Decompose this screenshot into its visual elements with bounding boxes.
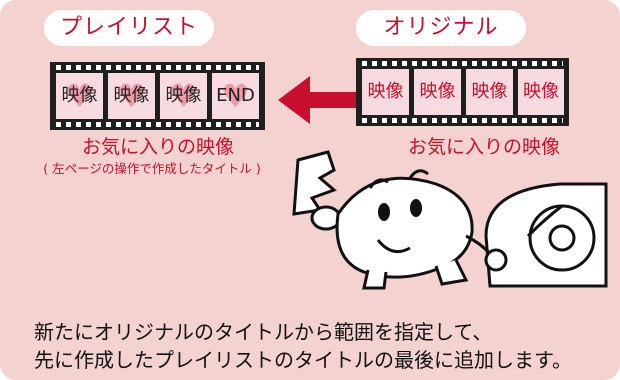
tape-dispenser-icon (484, 182, 608, 288)
heart-icon: ♥ (221, 77, 250, 115)
explanation-line-2: 先に作成したプレイリストのタイトルの最後に追加します。 (34, 348, 572, 372)
explanation-line-1: 新たにオリジナルのタイトルから範囲を指定して、 (34, 320, 493, 344)
original-frame: 映像 (466, 69, 513, 115)
frame-label: 映像 (61, 85, 98, 106)
mascot-illustration (292, 150, 608, 290)
frame-label: 映像 (419, 81, 456, 102)
frame-label: 映像 (367, 81, 404, 102)
playlist-film-strip: ♥ 映像 ♥ 映像 ♥ 映像 ♥ END (50, 62, 265, 130)
frame-label: 映像 (523, 81, 559, 102)
frame-label: 映像 (165, 85, 202, 106)
original-caption: お気に入りの映像 (407, 136, 560, 158)
playlist-label: プレイリスト (44, 10, 214, 46)
heart-icon: ♥ (169, 77, 198, 115)
original-label: オリジナル (356, 10, 526, 46)
heart-icon: ♥ (117, 77, 146, 115)
playlist-frame: ♥ 映像 (108, 73, 155, 119)
original-frame: 映像 (362, 69, 409, 115)
heart-icon: ♥ (65, 77, 94, 115)
playlist-frame: ♥ 映像 (56, 73, 103, 119)
film-perforation (56, 65, 259, 70)
playlist-frame: ♥ 映像 (160, 73, 207, 119)
original-frame: 映像 (518, 69, 564, 115)
frame-label: END (216, 85, 255, 106)
frame-label: 映像 (471, 81, 508, 102)
film-perforation (362, 118, 563, 123)
frame-label: 映像 (113, 85, 150, 106)
playlist-end-frame: ♥ END (212, 73, 259, 119)
playlist-note: ( 左ページの操作で作成したタイトル ) (43, 161, 261, 176)
film-perforation (362, 61, 563, 66)
original-frame: 映像 (414, 69, 461, 115)
original-film-strip: 映像 映像 映像 映像 (356, 58, 569, 126)
arrow-left-icon (278, 76, 356, 124)
film-perforation (56, 122, 259, 127)
playlist-caption: お気に入りの映像 (81, 136, 234, 158)
